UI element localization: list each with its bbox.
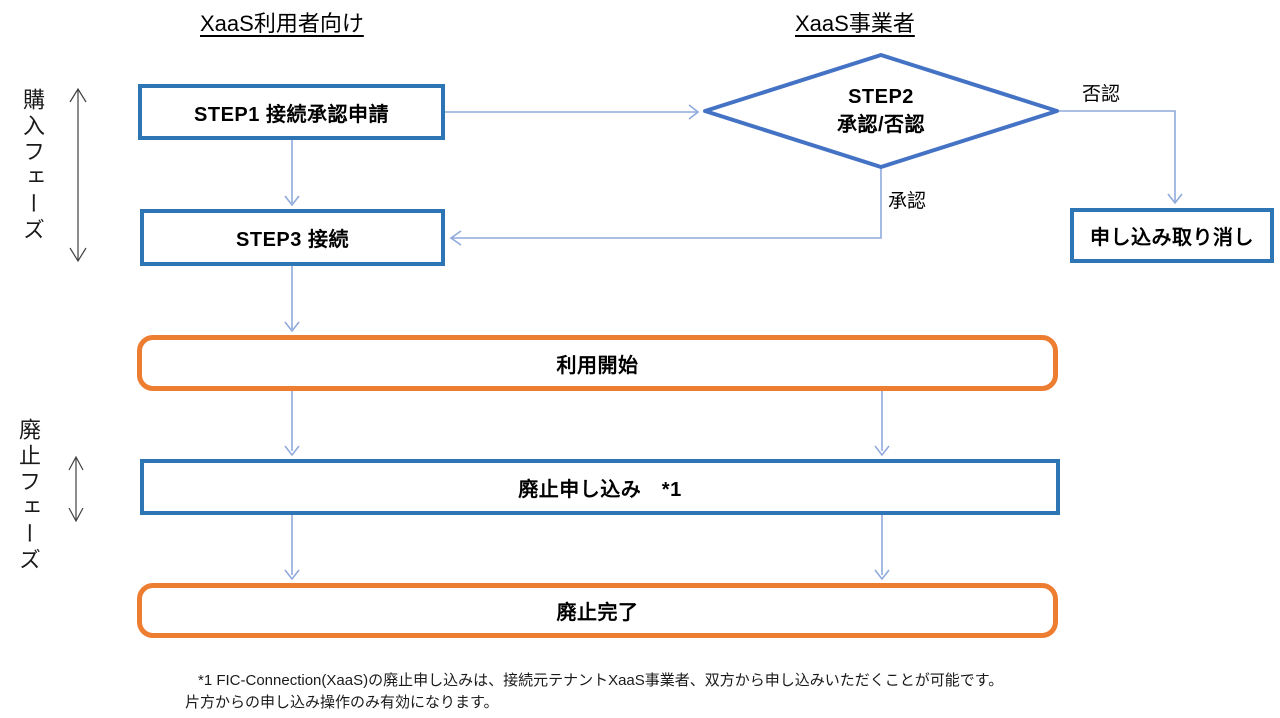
footnote-line2: 片方からの申し込み操作のみ有効になります。 bbox=[185, 694, 499, 711]
node-step3-connect: STEP3 接続 bbox=[140, 209, 445, 266]
edge-step1-step3-arrowhead bbox=[284, 195, 300, 207]
node-usage-start: 利用開始 bbox=[137, 335, 1058, 391]
edge-step2-step3-arrowhead bbox=[449, 230, 462, 246]
node-step2-approve-deny-decision: STEP2 承認/否認 bbox=[781, 80, 981, 142]
column-header-xaas-provider: XaaS事業者 bbox=[795, 11, 915, 36]
edge-step2-step3 bbox=[452, 167, 882, 239]
edge-label-approve: 承認 bbox=[888, 191, 927, 212]
edge-abolishreq-complete-right-arrowhead bbox=[874, 569, 890, 581]
abolish-phase-arrow-bottom bbox=[68, 507, 84, 523]
step2-title: STEP2 bbox=[848, 86, 914, 108]
edge-startuse-abolish-left-arrowhead bbox=[284, 445, 300, 457]
node-abolish-application: 廃止申し込み *1 bbox=[140, 459, 1060, 515]
purchase-phase-label: 購入フェーズ bbox=[20, 88, 45, 244]
node-application-cancelled: 申し込み取り消し bbox=[1070, 208, 1274, 263]
edge-label-deny: 否認 bbox=[1082, 84, 1121, 105]
abolish-phase-label: 廃止フェーズ bbox=[16, 418, 41, 574]
step2-decision-diamond bbox=[703, 53, 1059, 169]
footnote-line1: *1 FIC-Connection(XaaS)の廃止申し込みは、接続元テナントX… bbox=[198, 672, 1004, 689]
purchase-phase-arrow-top bbox=[69, 87, 87, 103]
node-abolish-complete: 廃止完了 bbox=[137, 583, 1058, 638]
abolish-phase-arrow-top bbox=[68, 455, 84, 471]
column-header-xaas-users: XaaS利用者向け bbox=[200, 11, 364, 36]
edge-step2-cancel-arrowhead bbox=[1167, 193, 1183, 205]
edge-abolishreq-complete-left-arrowhead bbox=[284, 569, 300, 581]
step2-subtitle: 承認/否認 bbox=[836, 114, 926, 136]
edge-step1-step2-arrowhead bbox=[688, 104, 700, 120]
edge-step2-cancel bbox=[1057, 110, 1176, 202]
edge-startuse-abolish-right-arrowhead bbox=[874, 445, 890, 457]
edge-step3-startuse-arrowhead bbox=[284, 321, 300, 333]
purchase-phase-arrow-bottom bbox=[69, 247, 87, 263]
node-step1-connection-approval-request: STEP1 接続承認申請 bbox=[138, 84, 445, 140]
